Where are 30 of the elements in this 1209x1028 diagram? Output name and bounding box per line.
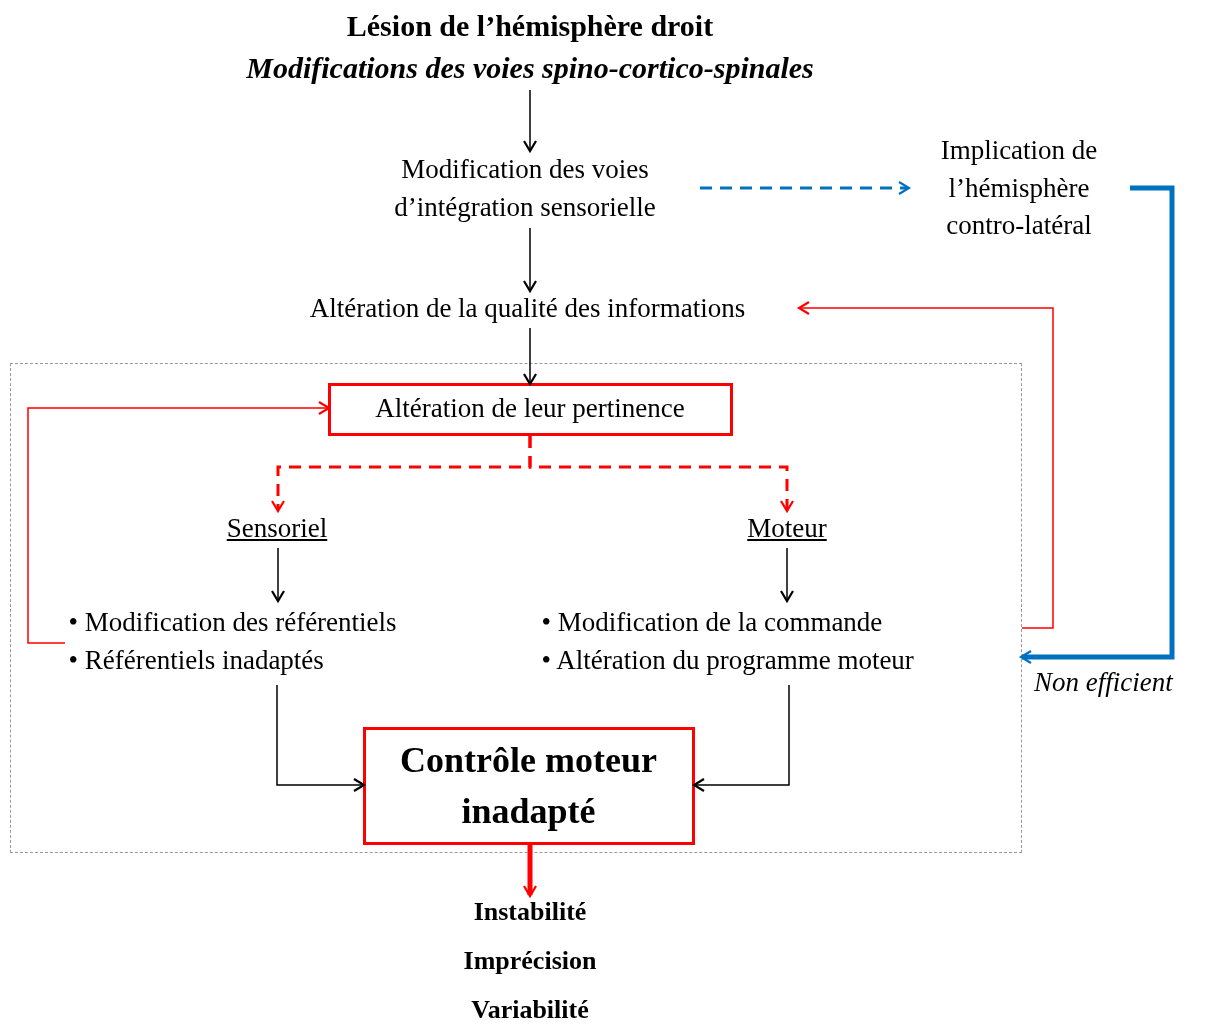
bullet-item: • Référentiels inadaptés (68, 644, 325, 677)
arrow (700, 180, 911, 196)
arrow (522, 89, 538, 153)
bullet-item: • Modification des référentiels (68, 606, 397, 640)
heading-text: Lésion de l’hémisphère droit (346, 8, 714, 44)
process-text: Altération de la qualité des informations (255, 290, 800, 328)
outcome-text: Imprécision (463, 945, 597, 978)
process-text: Modification des voies d’intégration sensorielle (350, 150, 700, 228)
category-heading: Moteur (724, 509, 850, 548)
process-box: Contrôle moteur inadapté (362, 726, 695, 845)
process-text: Implication de l’hémisphère contro-latéral (908, 132, 1130, 245)
arrow (522, 227, 538, 293)
outcome-text: Instabilité (473, 896, 587, 929)
bullet-item: • Modification de la commande (541, 606, 884, 640)
arrow (1019, 185, 1175, 665)
outcome-text: Variabilité (471, 993, 589, 1026)
bullet-item: • Altération du programme moteur (541, 644, 914, 677)
arrow (692, 684, 790, 793)
arrow (270, 547, 286, 603)
subheading-text: Modifications des voies spino-cortico-spinales (246, 50, 814, 86)
process-box: Altération de leur pertinence (327, 382, 733, 436)
arrow (522, 327, 538, 386)
arrow (27, 400, 331, 644)
arrow (528, 436, 795, 513)
category-heading: Sensoriel (204, 509, 350, 548)
arrow (522, 845, 538, 898)
arrow (797, 300, 1054, 629)
arrow (779, 547, 795, 603)
arrow (276, 684, 366, 793)
dashed-group-box (10, 363, 1022, 853)
